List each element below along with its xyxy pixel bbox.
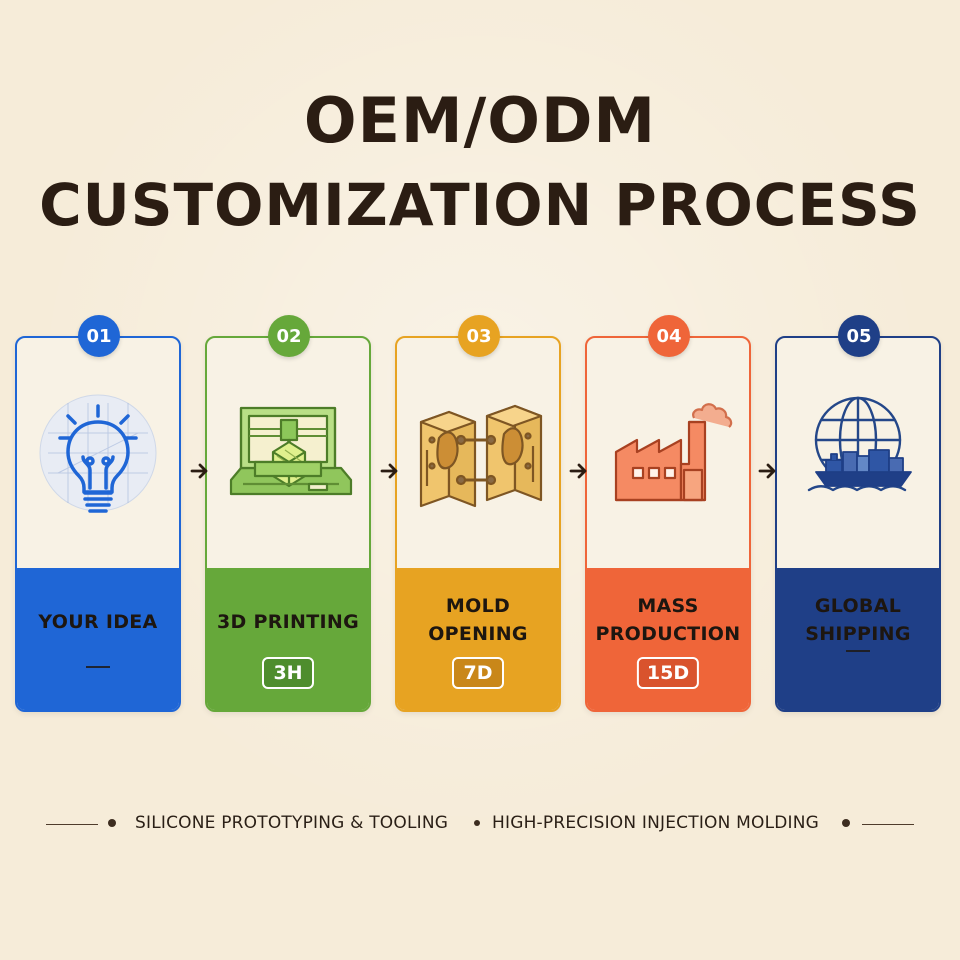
step-dash-05	[846, 650, 870, 652]
ship-globe-icon	[777, 338, 939, 568]
duration-badge-03: 7D	[452, 657, 504, 689]
arrow-icon-1	[190, 461, 210, 481]
arrow-icon-4	[758, 461, 778, 481]
step-badge-01: 01	[78, 315, 120, 357]
step-card-03: MOLD OPENING 7D	[395, 336, 561, 712]
step-label-04: MASS PRODUCTION	[595, 595, 741, 645]
step-panel-01: YOUR IDEA	[17, 568, 179, 710]
footer-left-dot	[108, 819, 116, 827]
duration-badge-02: 3H	[262, 657, 314, 689]
step-label-02: 3D PRINTING	[217, 611, 359, 633]
step-card-01: YOUR IDEA	[15, 336, 181, 712]
step-dash-01	[86, 666, 110, 668]
page-title-line-2: CUSTOMIZATION PROCESS	[39, 171, 921, 239]
step-badge-03: 03	[458, 315, 500, 357]
step-label-03: MOLD OPENING	[428, 595, 528, 645]
footer-middle-dot	[474, 820, 480, 826]
step-card-02: 3D PRINTING 3H	[205, 336, 371, 712]
step-card-05: GLOBAL SHIPPING	[775, 336, 941, 712]
step-card-04: MASS PRODUCTION 15D	[585, 336, 751, 712]
step-panel-02: 3D PRINTING 3H	[207, 568, 369, 710]
lightbulb-icon	[17, 338, 179, 568]
arrow-icon-2	[380, 461, 400, 481]
page-title-line-1: OEM/ODM	[303, 84, 657, 157]
step-panel-04: MASS PRODUCTION 15D	[587, 568, 749, 710]
factory-icon	[587, 338, 749, 568]
footer-right-line	[862, 824, 914, 825]
duration-badge-04: 15D	[636, 657, 700, 689]
step-badge-05: 05	[838, 315, 880, 357]
step-badge-04: 04	[648, 315, 690, 357]
step-badge-02: 02	[268, 315, 310, 357]
arrow-icon-3	[569, 461, 589, 481]
mold-icon	[397, 338, 559, 568]
step-label-05: GLOBAL SHIPPING	[805, 595, 911, 645]
step-label-01: YOUR IDEA	[38, 611, 158, 633]
footer-left-line	[46, 824, 98, 825]
footer-right-dot	[842, 819, 850, 827]
step-panel-05: GLOBAL SHIPPING	[777, 568, 939, 710]
3d-printer-icon	[207, 338, 369, 568]
footer-item-2: HIGH-PRECISION INJECTION MOLDING	[492, 813, 820, 833]
step-panel-03: MOLD OPENING 7D	[397, 568, 559, 710]
footer-item-1: SILICONE PROTOTYPING & TOOLING	[135, 813, 449, 833]
